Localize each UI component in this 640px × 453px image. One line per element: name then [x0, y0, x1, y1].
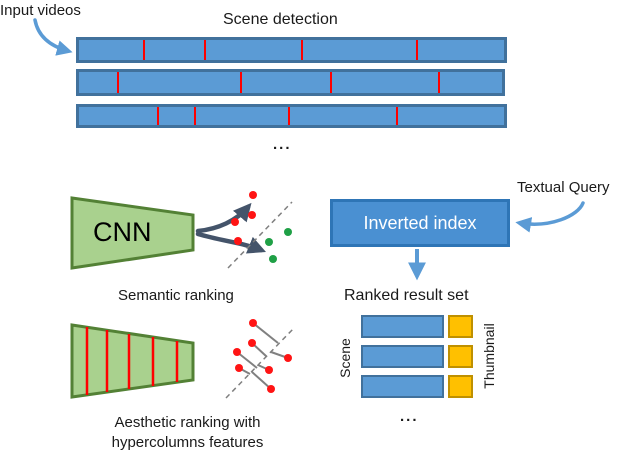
data-point [269, 255, 277, 263]
inverted-index-label: Inverted index [363, 212, 477, 233]
video-bar-1 [76, 37, 507, 63]
semantic-arrow-up-icon [195, 202, 252, 234]
more-results-ellipsis: ... [400, 408, 419, 425]
diagram-line [252, 322, 279, 344]
result-scene-bar-3 [361, 375, 444, 398]
input-videos-label: Input videos [0, 2, 81, 19]
video-bar-2 [76, 69, 505, 96]
hypercolumn-lines [85, 327, 179, 395]
diagram-line [251, 371, 272, 390]
scene-axis-label: Scene [337, 338, 353, 378]
semantic-decision-boundary [227, 201, 293, 269]
input-videos-arrow-icon [33, 18, 73, 56]
data-point [249, 191, 257, 199]
scene-cut-line [300, 40, 303, 60]
data-point [249, 319, 257, 327]
data-point [284, 228, 292, 236]
scene-cut-line [239, 72, 242, 93]
scene-cut-line [416, 40, 419, 60]
aesthetic-caption-line2: hypercolumns features [111, 434, 264, 451]
more-videos-ellipsis: ... [273, 136, 292, 153]
result-scene-bar-1 [361, 315, 444, 338]
data-point [248, 211, 256, 219]
aesthetic-caption-line1: Aesthetic ranking with [114, 414, 261, 431]
inverted-index-box: Inverted index [330, 199, 510, 247]
aesthetic-projection-lines [236, 322, 289, 390]
semantic-ranking-caption: Semantic ranking [118, 287, 234, 304]
cnn-label: CNN [93, 217, 152, 247]
diagram-line [227, 201, 293, 269]
diagram-line [225, 326, 296, 399]
result-thumbnail-2 [448, 345, 473, 368]
data-point [231, 218, 239, 226]
result-scene-bar-2 [361, 345, 444, 368]
aesthetic-ranking-axis [225, 326, 296, 399]
diagram-line [236, 351, 258, 369]
scene-cut-line [330, 72, 333, 93]
aesthetic-trapezoid [70, 323, 195, 399]
data-point [265, 238, 273, 246]
video-bar-3 [76, 104, 507, 128]
data-point [284, 354, 292, 362]
scene-cut-line [204, 40, 207, 60]
semantic-red-points [231, 191, 257, 245]
textual-query-label: Textual Query [517, 179, 610, 196]
aesthetic-red-points [233, 319, 292, 393]
scene-cut-line [156, 107, 159, 125]
textual-query-arrow-icon [515, 201, 585, 233]
scene-cut-line [194, 107, 197, 125]
scene-cut-line [396, 107, 399, 125]
data-point [234, 237, 242, 245]
scene-cut-line [438, 72, 441, 93]
thumbnail-axis-label: Thumbnail [481, 323, 497, 389]
result-thumbnail-3 [448, 375, 473, 398]
scene-cut-line [143, 40, 146, 60]
data-point [235, 364, 243, 372]
data-point [265, 366, 273, 374]
scene-cut-line [116, 72, 119, 93]
semantic-green-points [265, 228, 292, 263]
cnn-trapezoid [70, 196, 195, 270]
semantic-arrow-down-icon [195, 231, 266, 254]
data-point [233, 348, 241, 356]
scene-detection-title: Scene detection [223, 11, 338, 28]
result-thumbnail-1 [448, 315, 473, 338]
scene-cut-line [288, 107, 291, 125]
data-point [267, 385, 275, 393]
ranked-result-set-title: Ranked result set [344, 287, 469, 304]
data-point [248, 339, 256, 347]
